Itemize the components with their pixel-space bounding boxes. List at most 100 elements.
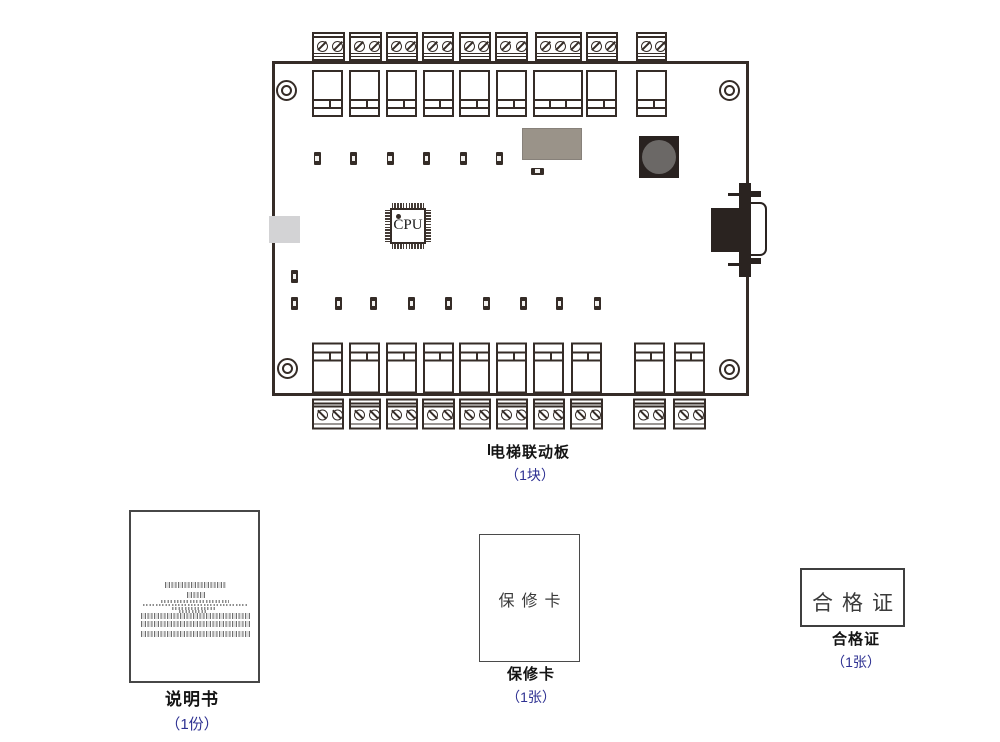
warranty-label: 保修卡 [506,666,555,683]
relay-module [636,69,667,117]
cpu-pin [422,244,425,249]
screw-terminal-icon [552,409,564,421]
terminal-block [385,399,418,430]
screw-terminal-icon [353,409,365,421]
cpu-pin [400,203,402,208]
screw-terminal-icon [605,40,617,52]
terminal-block [385,31,418,61]
screw-terminal-icon [653,409,665,421]
screw-terminal-icon [368,409,380,421]
cpu-pin [391,244,394,249]
warranty-face-text: 保修卡 [498,593,568,610]
placeholder-text-line [179,610,207,613]
screw-terminal-icon [500,409,512,421]
placeholder-text-line [141,613,251,619]
manual-quantity: （1份） [165,716,219,733]
certificate-label: 合格证 [831,631,880,648]
cpu-pin [394,244,396,249]
mounting-hole-icon [275,79,297,101]
cpu-pin [426,212,431,214]
screw-terminal-icon [500,40,512,52]
db9-screw-post [750,191,761,197]
manual-label: 说明书 [165,690,219,709]
screw-terminal-icon [442,409,454,421]
screw-terminal-icon [427,40,439,52]
screw-terminal-icon [515,40,527,52]
cpu-pin [417,203,419,208]
terminal-block [495,31,528,61]
board-caption: 电梯联动板 （1块） [440,441,620,485]
screw-terminal-icon [478,40,490,52]
relay-module [422,343,454,394]
smd-component [445,297,452,310]
cpu-pin [394,203,396,208]
cpu-pin [426,209,431,212]
cpu-pin [420,203,422,208]
db9-solder-pin [728,193,739,196]
screw-terminal-icon [478,409,490,421]
cpu-pin [385,218,390,220]
screw-terminal-icon [369,40,381,52]
cpu-pin [426,238,431,240]
board-label: 电梯联动板 [489,444,570,461]
screw-terminal-icon [331,409,343,421]
db9-flange [738,183,751,277]
buzzer-circle-icon [642,140,676,174]
cpu-pin [385,220,390,223]
cpu-pin [414,203,416,208]
terminal-block [673,399,706,430]
cpu-pin [397,244,399,249]
relay-module [533,343,564,394]
terminal-block [311,399,344,430]
smd-component [530,167,544,175]
screw-terminal-icon [316,40,328,52]
cpu-pin [426,223,431,226]
terminal-block [585,31,618,61]
cpu-pin [385,232,390,234]
terminal-block [348,31,382,61]
relay-module [349,69,380,117]
terminal-block [458,399,491,430]
screw-terminal-icon [537,409,549,421]
cpu-pin [385,226,390,229]
screw-terminal-icon [515,409,527,421]
screw-terminal-icon [316,409,328,421]
relay-module [633,343,665,394]
cpu-pin [402,244,405,249]
smd-component [593,297,601,310]
cpu-pin [385,223,390,226]
relay-module [532,69,583,117]
relay-module [673,343,705,394]
certificate-face-text: 合格证 [812,590,902,615]
db9-body [711,207,741,252]
board-quantity: （1块） [505,467,555,483]
terminal-block [570,399,603,430]
screw-terminal-icon [569,40,581,52]
terminal-block [633,399,666,430]
placeholder-text-line [187,591,205,598]
cpu-pin [391,203,394,208]
placeholder-text-line [141,630,251,637]
manual-caption: 说明书 （1份） [112,685,272,734]
cpu-pin [426,215,431,217]
relay-module [312,343,343,394]
db9-solder-pin [728,262,739,266]
smd-component [459,151,467,165]
mounting-hole-icon [718,79,740,101]
relay-module [496,69,527,117]
terminal-block [532,399,565,430]
placeholder-text-line [141,621,251,627]
screw-terminal-icon [463,40,475,52]
smd-component [520,297,527,310]
cpu-body: CPU [390,208,426,244]
smd-component [313,151,321,165]
relay-module [422,69,454,117]
screw-terminal-icon [590,409,602,421]
placeholder-text-line [165,582,226,588]
placeholder-text-line [143,603,247,606]
smd-component [495,151,503,165]
screw-terminal-icon [655,40,666,52]
cpu-pin [385,235,390,237]
cpu-pin [426,226,431,229]
